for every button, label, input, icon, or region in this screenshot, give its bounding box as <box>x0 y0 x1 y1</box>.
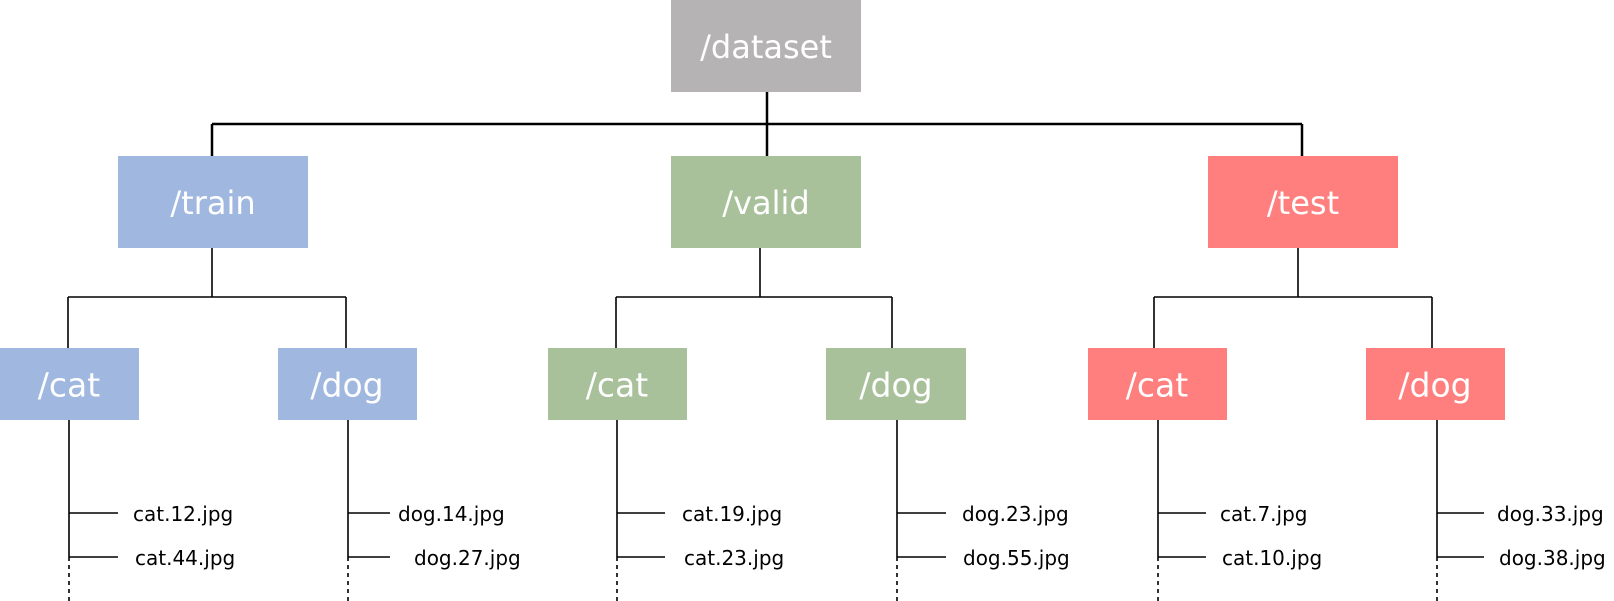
split-node-valid-box <box>671 156 861 248</box>
file-trunks <box>68 419 1438 601</box>
split-node-valid-label: /valid <box>722 184 809 222</box>
class-node-test-dog-box <box>1366 348 1505 420</box>
split-node-train-box <box>118 156 308 248</box>
class-node-valid-dog-label: /dog <box>859 366 932 405</box>
file-label-valid-dog-1: dog.23.jpg <box>962 502 1069 526</box>
class-node-valid-cat-box <box>548 348 687 420</box>
class-node-train-dog: /dog <box>278 348 417 420</box>
class-node-test-cat-label: /cat <box>1126 366 1188 405</box>
file-label-test-dog-2: dog.38.jpg <box>1499 546 1606 570</box>
class-node-test-cat: /cat <box>1088 348 1227 420</box>
split-node-test-box <box>1208 156 1398 248</box>
file-label-valid-cat-2: cat.23.jpg <box>684 546 784 570</box>
file-label-test-cat-1: cat.7.jpg <box>1220 502 1307 526</box>
split-node-train-label: /train <box>170 184 255 222</box>
class-node-valid-cat: /cat <box>548 348 687 420</box>
split-node-test-label: /test <box>1267 184 1339 222</box>
file-labels: cat.12.jpg cat.44.jpg dog.14.jpg dog.27.… <box>133 502 1606 570</box>
class-node-train-cat: /cat <box>0 348 139 420</box>
class-node-valid-cat-label: /cat <box>586 366 648 405</box>
split-node-train: /train <box>118 156 308 248</box>
file-branches <box>69 512 1484 558</box>
split-node-test: /test <box>1208 156 1398 248</box>
class-node-train-cat-label: /cat <box>38 366 100 405</box>
class-node-train-dog-label: /dog <box>310 366 383 405</box>
file-label-test-cat-2: cat.10.jpg <box>1222 546 1322 570</box>
file-label-test-dog-1: dog.33.jpg <box>1497 502 1604 526</box>
class-node-test-dog: /dog <box>1366 348 1505 420</box>
file-label-train-dog-1: dog.14.jpg <box>398 502 505 526</box>
class-node-test-dog-label: /dog <box>1398 366 1471 405</box>
file-label-train-dog-2: dog.27.jpg <box>414 546 521 570</box>
class-node-valid-dog-box <box>826 348 966 420</box>
class-node-valid-dog: /dog <box>826 348 966 420</box>
class-node-train-cat-box <box>0 348 139 420</box>
file-label-train-cat-1: cat.12.jpg <box>133 502 233 526</box>
file-label-valid-dog-2: dog.55.jpg <box>963 546 1070 570</box>
split-node-valid: /valid <box>671 156 861 248</box>
file-label-valid-cat-1: cat.19.jpg <box>682 502 782 526</box>
root-node: /dataset <box>671 0 861 92</box>
class-node-test-cat-box <box>1088 348 1227 420</box>
class-node-train-dog-box <box>278 348 417 420</box>
root-node-label: /dataset <box>700 28 832 66</box>
root-node-box <box>671 0 861 92</box>
connector-lines <box>67 92 1484 601</box>
file-label-train-cat-2: cat.44.jpg <box>135 546 235 570</box>
